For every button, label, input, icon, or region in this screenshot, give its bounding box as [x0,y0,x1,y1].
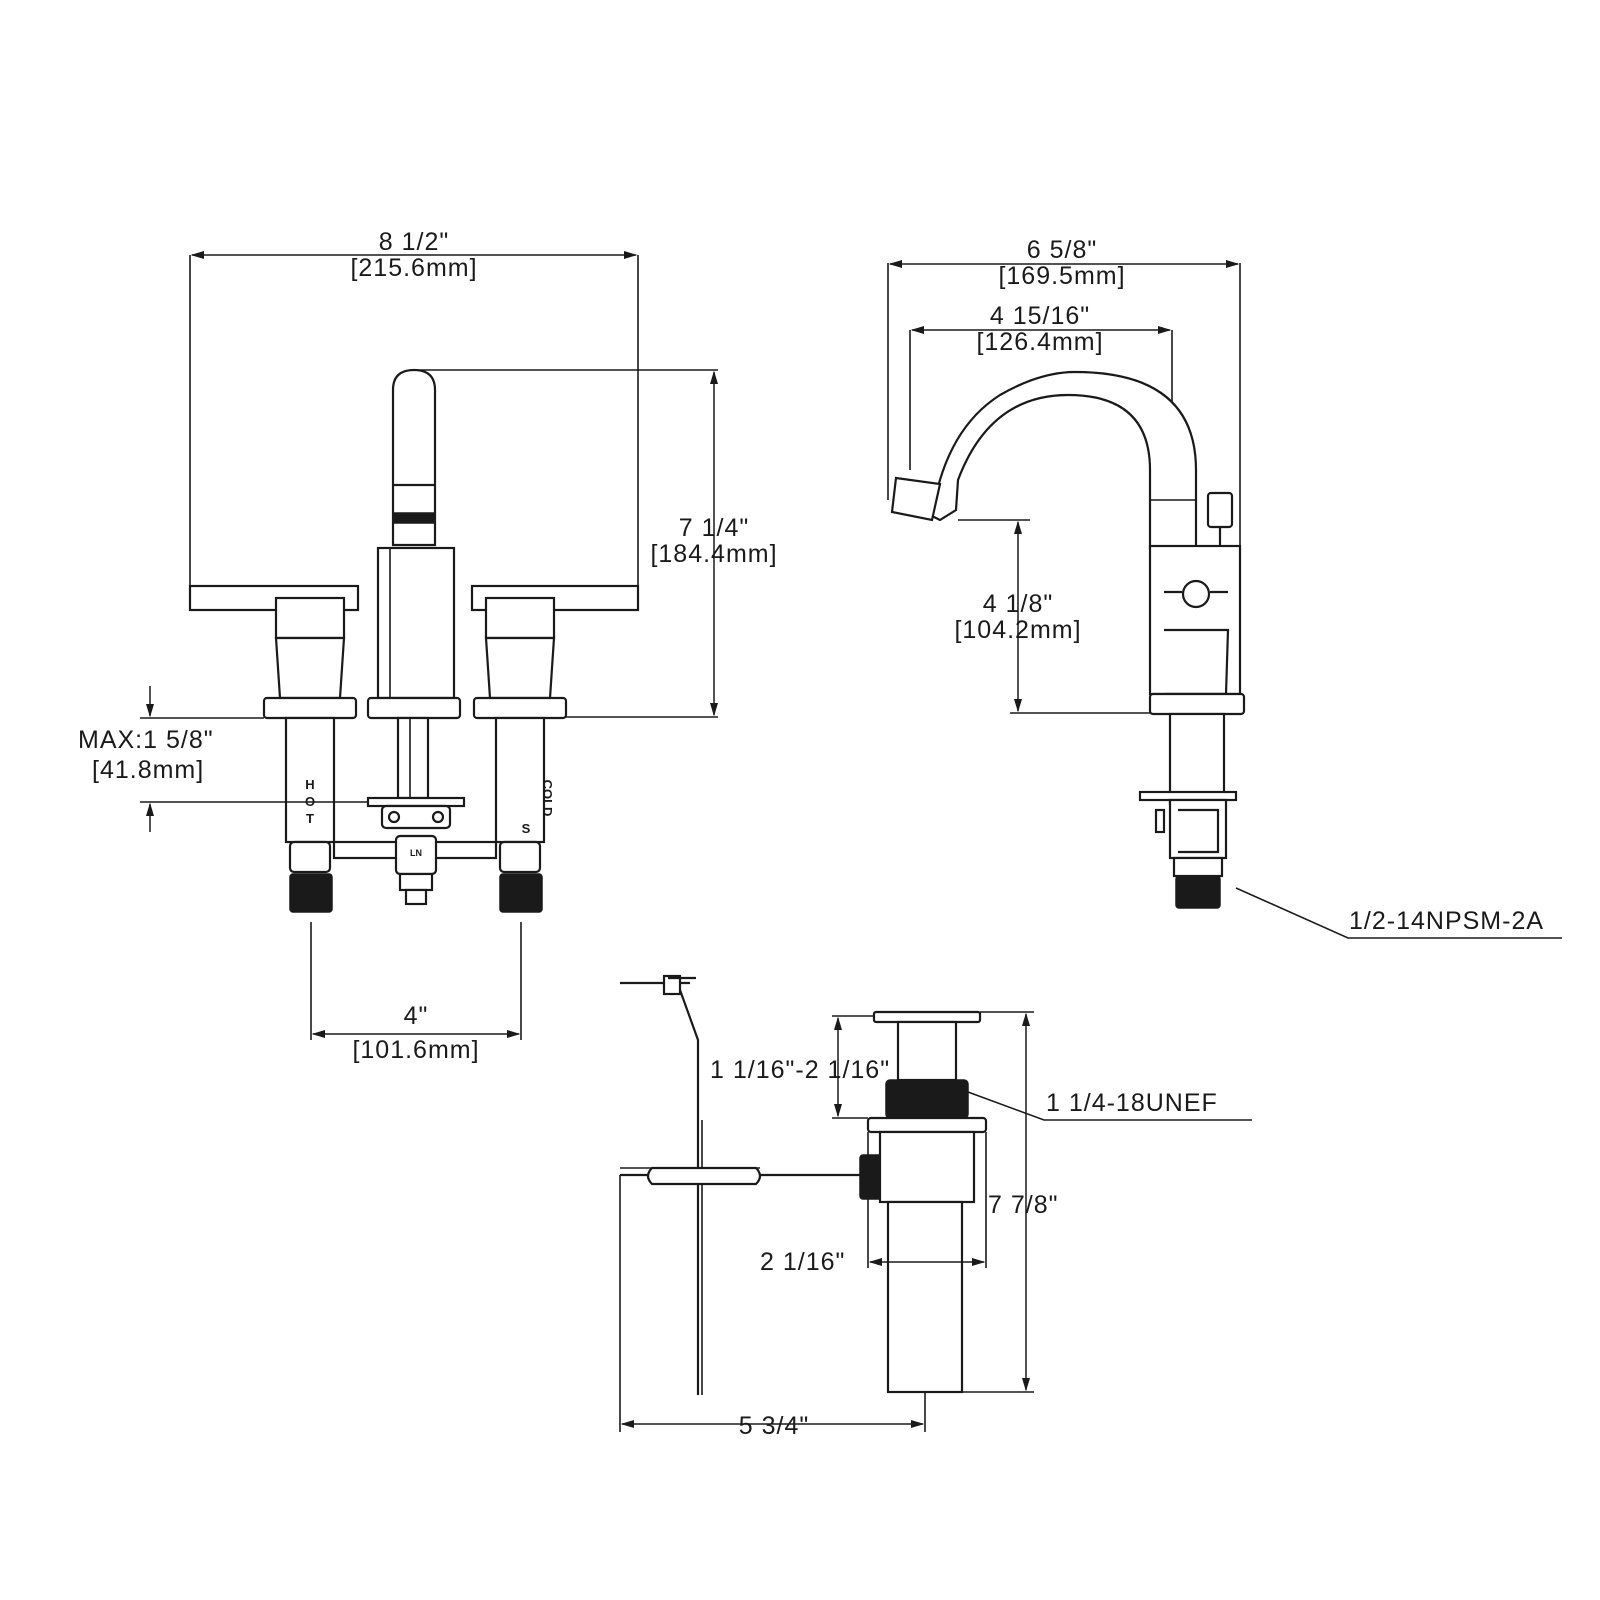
hot-inlet-nut [288,840,332,874]
spacing-in-label: 4" [404,1002,429,1030]
hot-shank [284,716,336,844]
side-escutcheon [1148,692,1246,716]
depth-in-label: 6 5/8" [1027,236,1097,264]
hot-handle-body [274,636,346,700]
drain-stopper-neck [896,1020,958,1082]
side-inlet-nut [1172,856,1224,878]
spout-escutcheon [366,696,462,720]
cold-escutcheon [472,696,568,720]
side-thread-label: 1/2-14NPSM-2A [1349,907,1544,935]
cold-handle-body [484,636,556,700]
side-shank-upper [1168,712,1226,806]
cold-mark: S [522,821,531,836]
side-mounting-plate [1138,790,1238,802]
lift-rod-vertical [678,989,700,1395]
hot-escutcheon [262,696,358,720]
drain-flange [872,1010,982,1024]
spout-height-mm-label: [104.2mm] [954,616,1081,644]
spout-shank [396,716,430,800]
side-lever-knob [1206,491,1234,529]
height-mm-label: [184.4mm] [650,540,777,568]
drain-tailpiece [886,1200,964,1394]
nut-detail-left [387,810,401,824]
tee-outlet-tip [404,888,428,906]
spout-height-in-label: 4 1/8" [983,590,1053,618]
front-view: 8 1/2" [215.6mm] 7 1/4" [184.4mm] [78,228,777,1064]
spout-tip [890,476,942,522]
side-bracket [1154,808,1166,834]
width-mm-label: [215.6mm] [350,254,477,282]
max-thickness-in-label: MAX:1 5/8" [78,726,214,754]
max-thickness-mm-label: [41.8mm] [92,756,204,784]
side-inlet-thread [1175,875,1221,909]
reach-mm-label: [126.4mm] [976,328,1103,356]
height-in-label: 7 1/4" [679,514,749,542]
gooseneck-spout [930,370,1198,550]
cold-handle-cap [484,596,556,640]
drain-height-label: 7 7/8" [988,1191,1058,1219]
side-shank-detail [1178,808,1220,854]
rod-length-label: 5 3/4" [739,1412,809,1440]
side-thread-leader [1235,887,1562,939]
adjust-range-label: 1 1/16"-2 1/16" [710,1056,890,1084]
tee-mark: LN [410,848,422,858]
drain-body [878,1130,976,1204]
hot-letter-h: H [305,777,314,792]
drain-view: 1 1/16"-2 1/16" 1 1/4-18UNEF 7 7/8" 2 1/… [619,974,1252,1440]
spacing-mm-label: [101.6mm] [352,1036,479,1064]
nut-detail-right [431,810,445,824]
aerator [392,512,436,524]
drain-thread-leader [967,1091,1252,1121]
body-width-label: 2 1/16" [760,1248,845,1276]
depth-mm-label: [169.5mm] [998,262,1125,290]
cold-inlet-nut [498,840,542,874]
drain-nut [866,1116,988,1134]
lift-rod-clip [662,974,682,996]
drain-thread-label: 1 1/4-18UNEF [1046,1089,1218,1117]
cold-shank [494,716,546,844]
side-view: 6 5/8" [169.5mm] 4 15/16" [126.4mm] 4 1/… [887,236,1562,939]
hot-inlet-thread [289,873,333,913]
cold-label: COLD [540,780,555,817]
tee-outlet [398,872,434,892]
mounting-plate [366,796,466,808]
hot-handle-cap [274,596,346,640]
hot-letter-t: T [306,811,314,826]
mounting-nut [380,804,452,830]
width-in-label: 8 1/2" [379,228,449,256]
side-body-knob [1181,579,1211,609]
cold-inlet-thread [499,873,543,913]
reach-in-label: 4 15/16" [990,302,1090,330]
drain-thread [885,1079,969,1119]
pivot-clip [646,1166,762,1186]
side-body [1148,544,1242,696]
